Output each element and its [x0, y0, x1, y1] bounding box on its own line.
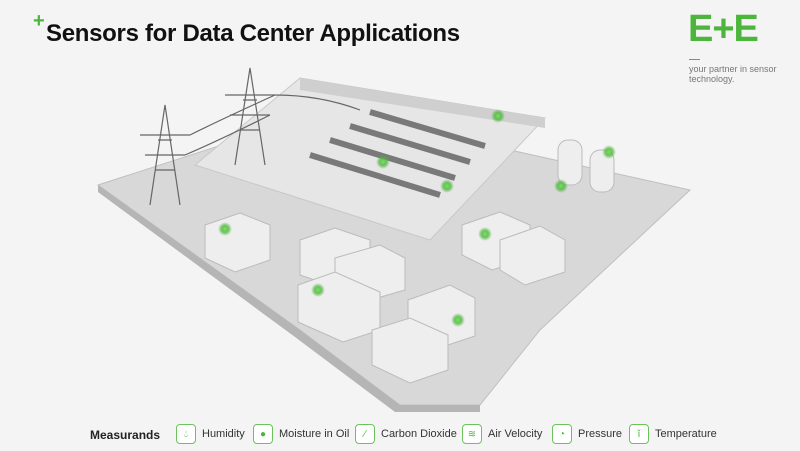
humidity-drop-icon: 💧︎	[176, 424, 196, 444]
measurand-label: Temperature	[655, 428, 717, 440]
sensor-marker	[478, 227, 492, 241]
wind-icon: ≋	[462, 424, 482, 444]
measurand-air-velocity: ≋ Air Velocity	[462, 424, 542, 444]
measurand-label: Pressure	[578, 428, 623, 440]
power-pylons	[140, 67, 361, 206]
data-hall-wall	[300, 78, 545, 128]
co2-molecule-icon: ⁄	[355, 424, 375, 444]
measurand-label: Carbon Dioxide	[381, 428, 457, 440]
sensor-marker	[311, 283, 325, 297]
page-title: Sensors for Data Center Applications	[46, 20, 460, 47]
measurand-carbon-dioxide: ⁄ Carbon Dioxide	[355, 424, 457, 444]
oil-drop-icon: ●	[253, 424, 273, 444]
plus-mark-icon: +	[33, 10, 45, 32]
measurand-label: Humidity	[202, 428, 245, 440]
sensor-marker	[602, 145, 616, 159]
gauge-icon: ◔	[552, 424, 572, 444]
measurand-humidity: 💧︎ Humidity	[176, 424, 245, 444]
thermometer-icon: ǐ	[629, 424, 649, 444]
measurand-label: Air Velocity	[488, 428, 543, 440]
sensor-marker	[451, 313, 465, 327]
logo-divider	[689, 59, 700, 60]
measurands-label: Measurands	[90, 428, 161, 442]
sensor-marker	[440, 179, 454, 193]
sensor-marker	[376, 155, 390, 169]
measurand-pressure: ◔ Pressure	[552, 424, 622, 444]
sensor-markers	[218, 109, 616, 327]
measurand-moisture-in-oil: ● Moisture in Oil	[253, 424, 349, 444]
measurands-legend: Measurands 💧︎ Humidity ● Moisture in Oil ⁄…	[0, 420, 800, 450]
brand-logo: E+E	[688, 8, 759, 50]
measurand-label: Moisture in Oil	[279, 428, 350, 440]
measurand-temperature: ǐ Temperature	[629, 424, 717, 444]
sensor-marker	[218, 222, 232, 236]
logo-tagline: your partner in sensor technology.	[689, 64, 777, 84]
sensor-marker	[491, 109, 505, 123]
server-rows	[309, 109, 486, 198]
sensor-marker	[554, 179, 568, 193]
